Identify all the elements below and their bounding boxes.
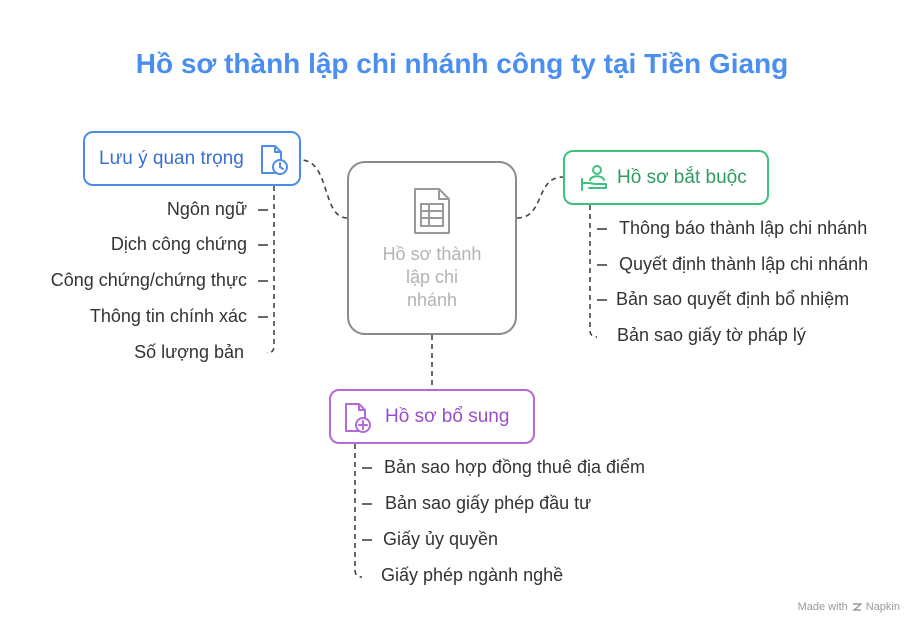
diagram-title: Hồ sơ thành lập chi nhánh công ty tại Ti… — [135, 48, 789, 79]
notes-item: Số lượng bản — [134, 342, 244, 362]
notes-label: Lưu ý quan trọng — [99, 147, 244, 169]
spreadsheet-document-icon — [414, 188, 450, 234]
required-box: Hồ sơ bắt buộc — [563, 150, 769, 205]
supplementary-item: Bản sao giấy phép đầu tư — [385, 493, 592, 513]
required-label: Hồ sơ bắt buộc — [617, 166, 747, 188]
footer-text: Made with — [797, 601, 848, 613]
footer-brand: Napkin — [865, 601, 900, 613]
notes-item: Thông tin chính xác — [89, 306, 247, 326]
document-plus-icon — [345, 403, 371, 433]
notes-item: Dịch công chứng — [110, 234, 247, 254]
required-item: Bản sao giấy tờ pháp lý — [617, 325, 806, 345]
notes-item: Công chứng/chứng thực — [50, 270, 247, 290]
document-clock-icon — [261, 145, 288, 175]
supplementary-label: Hồ sơ bổ sung — [385, 405, 510, 427]
notes-item: Ngôn ngữ — [166, 199, 247, 219]
notes-box: Lưu ý quan trọng — [83, 131, 301, 186]
supplementary-item: Bản sao hợp đồng thuê địa điểm — [384, 457, 645, 477]
required-item: Quyết định thành lập chi nhánh — [619, 254, 869, 274]
required-item: Thông báo thành lập chi nhánh — [619, 218, 868, 238]
supplementary-item: Giấy phép ngành nghề — [381, 565, 564, 585]
required-item: Bản sao quyết định bổ nhiệm — [616, 289, 850, 309]
supplementary-item: Giấy ủy quyền — [383, 529, 499, 549]
hand-person-icon — [581, 165, 607, 191]
napkin-logo-icon — [851, 603, 862, 611]
supplementary-box: Hồ sơ bổ sung — [329, 389, 535, 444]
footer-credit: Made with Napkin — [798, 601, 900, 613]
